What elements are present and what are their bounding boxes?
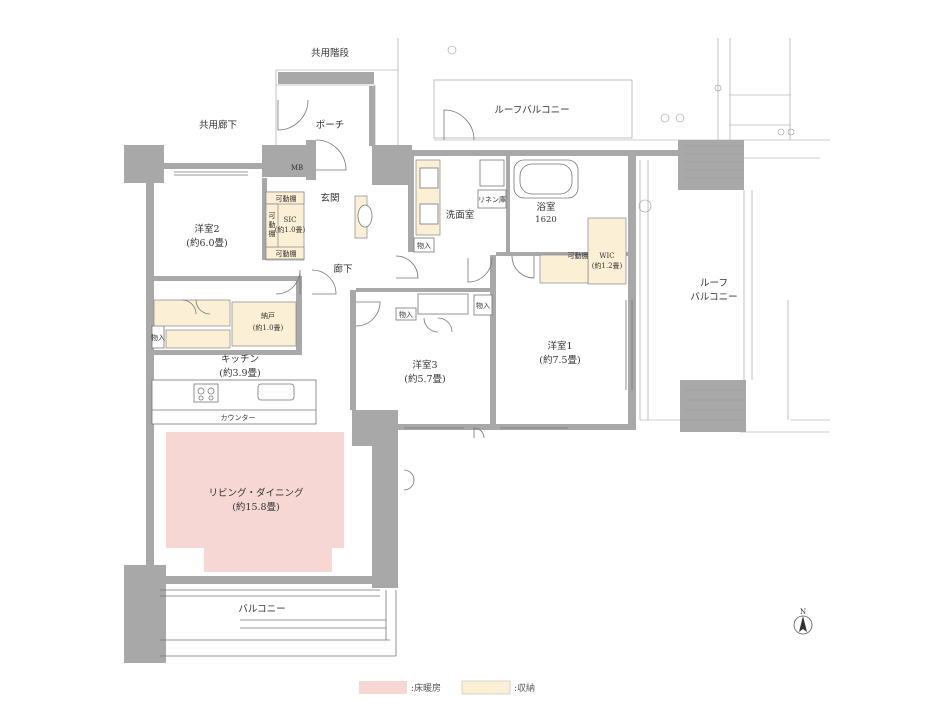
label-mb: MB (291, 164, 303, 172)
label-movable-shelf-4: 可動棚 (568, 251, 589, 260)
north-label: N (800, 608, 806, 616)
label-wic-size: (約1.2畳) (592, 261, 623, 270)
label-sic: SIC (284, 216, 297, 224)
legend-storage-swatch (461, 680, 511, 695)
label-closet-2: 物入 (399, 310, 413, 319)
label-living: リビング・ダイニング (208, 487, 304, 499)
label-closet-4: 物入 (151, 333, 165, 342)
label-room2-size: (約6.0畳) (186, 237, 228, 249)
exterior-top (275, 38, 830, 159)
label-shared-stairs: 共用階段 (311, 47, 350, 59)
label-kitchen: キッチン (221, 354, 259, 365)
label-living-size: (約15.8畳) (232, 501, 280, 513)
label-wic: WIC (599, 252, 614, 260)
label-closet-1: 物入 (417, 241, 431, 250)
label-movable-shelf-1: 可動棚 (276, 194, 297, 203)
label-movable-shelf-2: 可動棚 (276, 249, 297, 258)
floor-heating-area (166, 432, 344, 572)
label-sic-size: (約1.0畳) (275, 225, 306, 234)
label-storeroom: 納戸 (261, 311, 275, 320)
legend-floor-heating-swatch (359, 681, 407, 694)
label-movable-shelf-v3: 棚 (269, 229, 276, 238)
label-bathroom-size: 1620 (535, 215, 557, 225)
north-arrow: N (793, 608, 813, 635)
label-room3-size: (約5.7畳) (404, 373, 446, 385)
windows (160, 171, 633, 657)
label-bathroom: 浴室 (536, 201, 555, 213)
storage-areas (151, 159, 627, 413)
north-arrow-icon (799, 616, 807, 632)
room-labels: 共用階段 共用廊下 ポーチ MB 玄関 ルーフバルコニー 浴室 1620 洗面室… (151, 47, 738, 615)
label-room3: 洋室3 (412, 359, 437, 371)
label-roof-balcony-right-1: ルーフ (700, 278, 728, 289)
label-balcony: バルコニー (238, 604, 285, 615)
label-porch: ポーチ (316, 120, 345, 131)
label-counter: カウンター (221, 413, 256, 422)
label-linen: リネン庫 (478, 195, 506, 204)
walls (124, 140, 746, 663)
label-roof-balcony-top: ルーフバルコニー (494, 105, 569, 116)
legend: :床暖房 :収納 (359, 680, 535, 695)
label-shared-corridor: 共用廊下 (199, 119, 237, 131)
roof-balcony-right (638, 145, 830, 433)
label-movable-shelf-v2: 動 (269, 220, 276, 229)
legend-storage-label: :収納 (514, 682, 535, 694)
legend-floor-heating-label: :床暖房 (411, 682, 441, 694)
label-room1: 洋室1 (547, 340, 572, 352)
label-closet-3: 物入 (476, 301, 490, 310)
label-storeroom-size: (約1.0畳) (253, 323, 284, 332)
label-roof-balcony-right-2: バルコニー (690, 292, 737, 303)
label-washroom: 洗面室 (446, 209, 475, 221)
label-kitchen-size: (約3.9畳) (219, 367, 261, 379)
label-room2: 洋室2 (194, 223, 219, 235)
fixtures (151, 159, 579, 425)
label-entrance: 玄関 (320, 192, 339, 204)
doors (181, 99, 535, 491)
label-movable-shelf-v1: 可 (269, 212, 276, 220)
label-hallway: 廊下 (333, 263, 352, 275)
label-room1-size: (約7.5畳) (539, 354, 581, 366)
